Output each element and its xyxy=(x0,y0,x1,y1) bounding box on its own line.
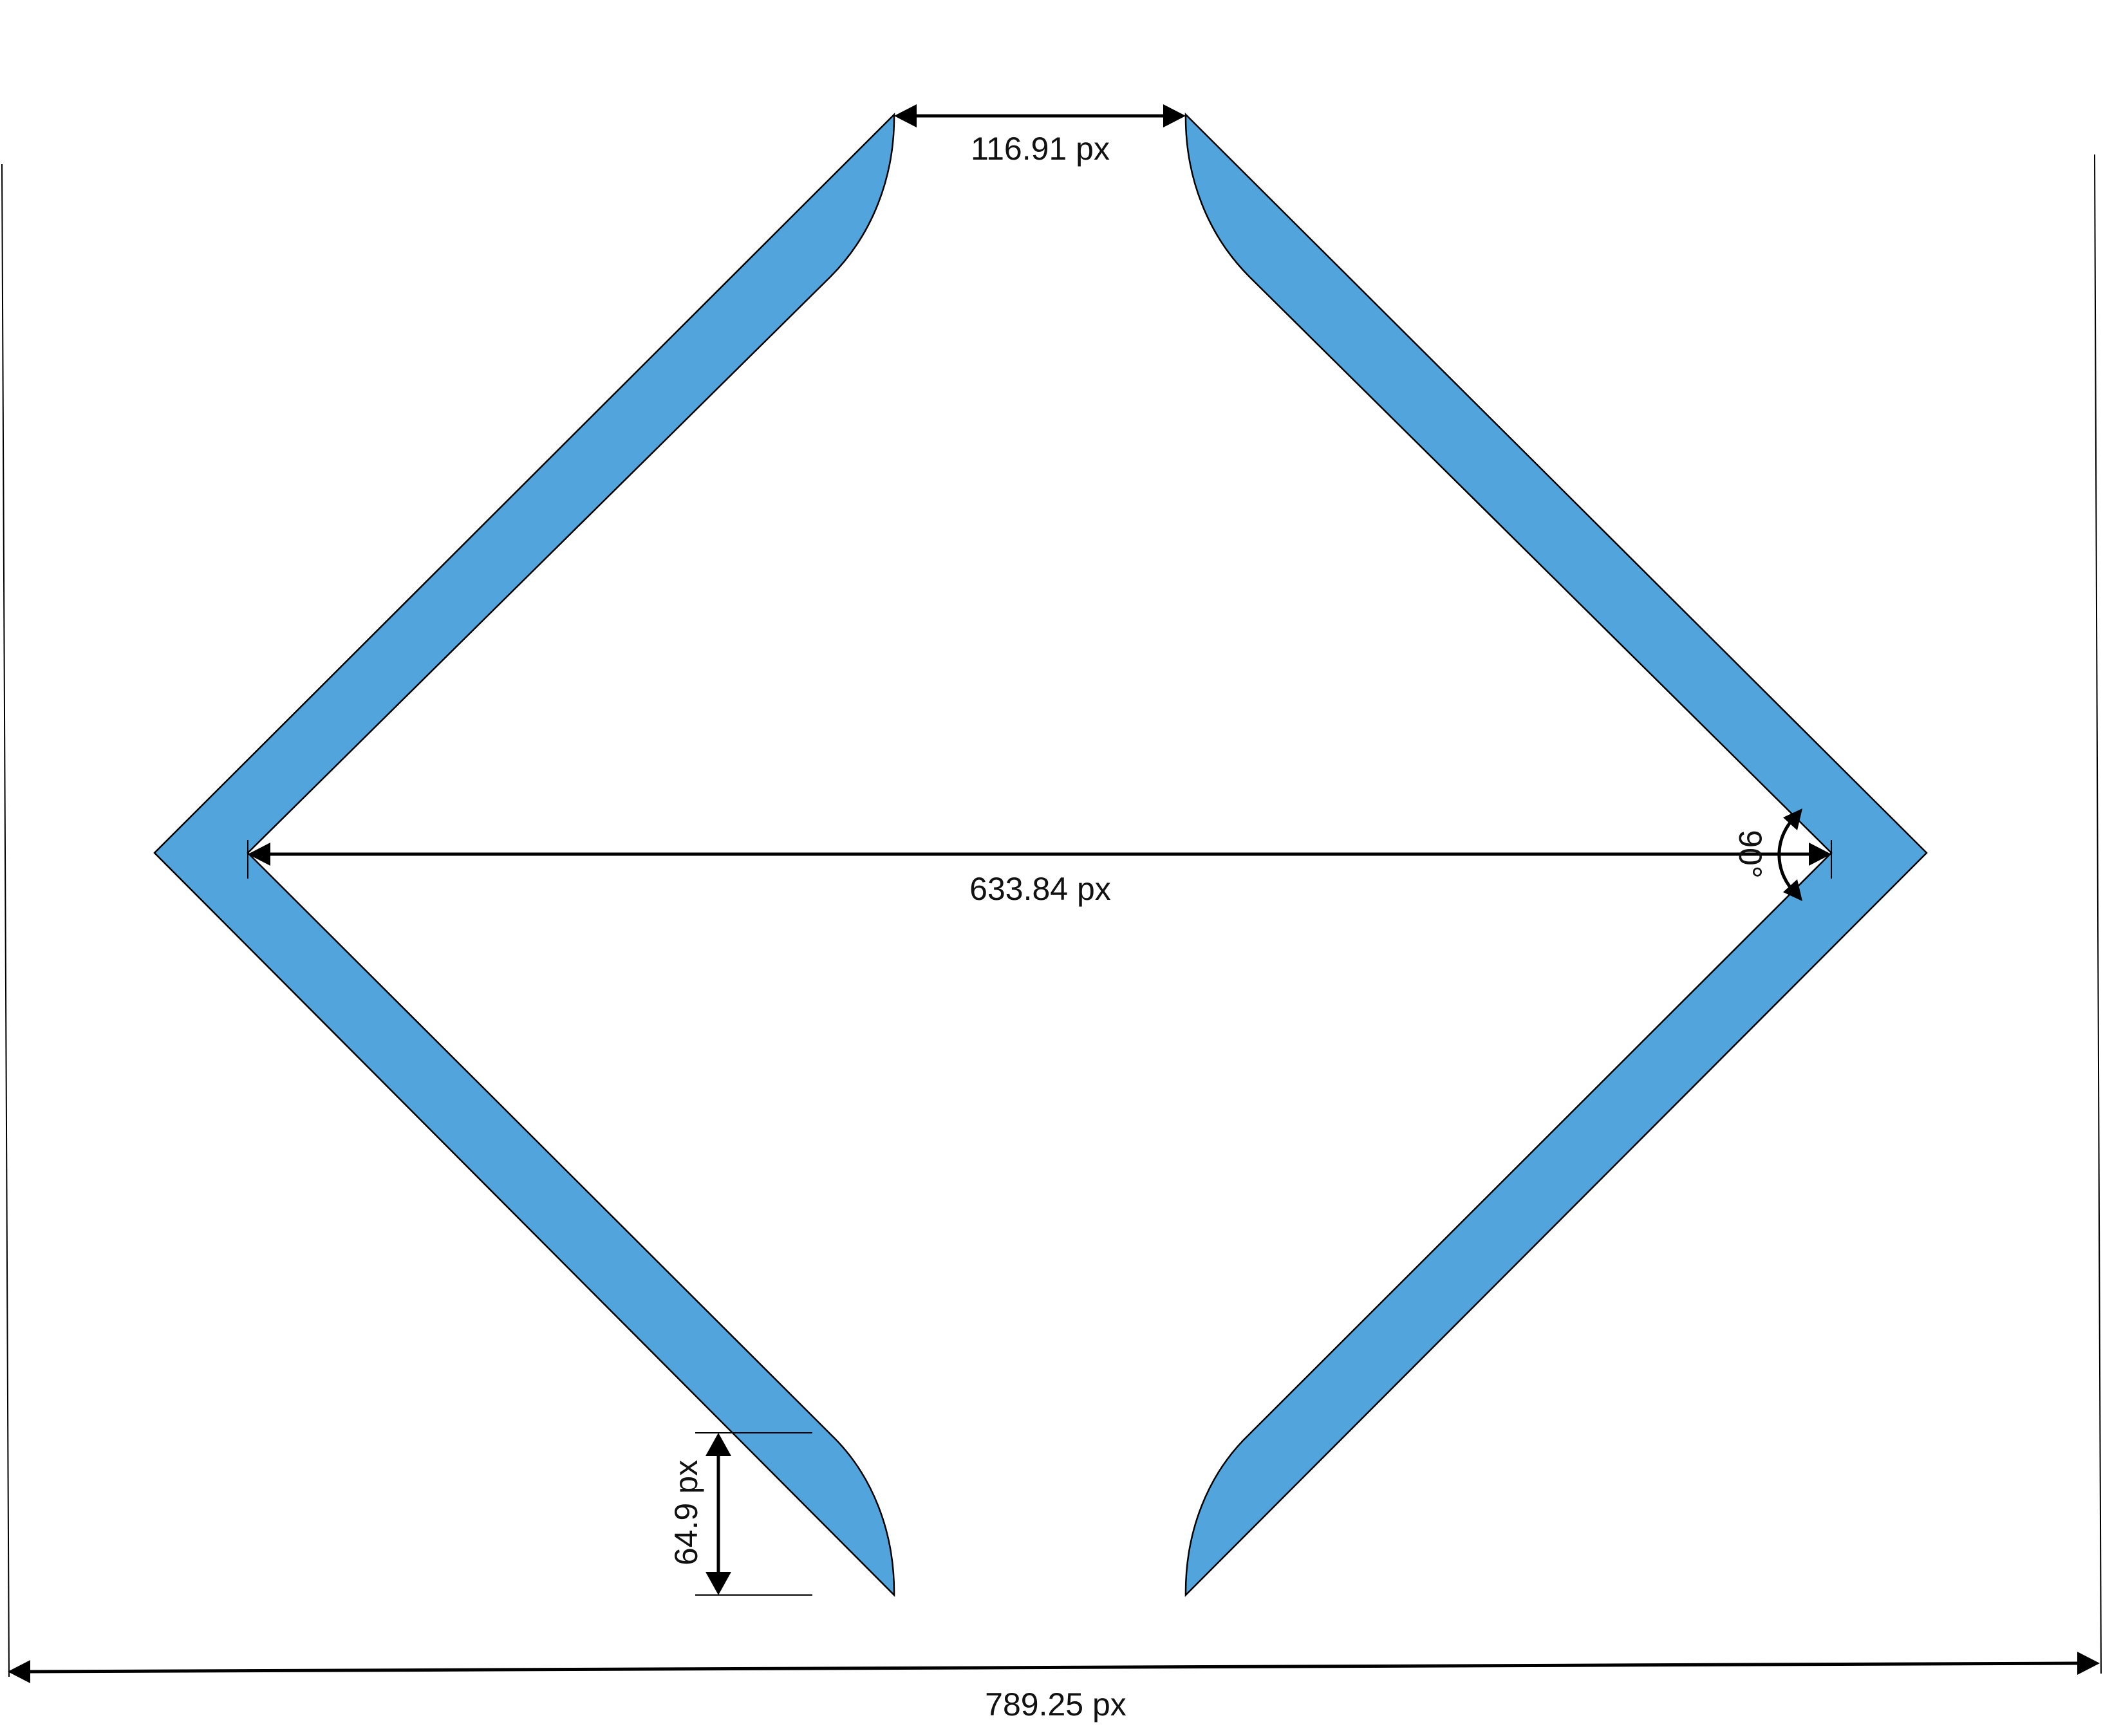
right-frame-line xyxy=(2094,154,2102,1674)
total-width-dimension: 789.25 px xyxy=(8,1652,2100,1722)
left-chevron-shape xyxy=(153,113,895,1597)
top-gap-dimension: 116.91 px xyxy=(894,104,1186,167)
top-gap-label: 116.91 px xyxy=(971,131,1110,167)
inner-width-dimension: 633.84 px xyxy=(247,840,1832,907)
angle-label: 90° xyxy=(1732,830,1768,879)
end-height-dimension: 64.9 px xyxy=(668,1432,812,1596)
total-width-label: 789.25 px xyxy=(985,1686,1126,1722)
end-height-label: 64.9 px xyxy=(668,1460,704,1565)
right-chevron-shape xyxy=(1184,113,1928,1597)
left-frame-line xyxy=(1,163,10,1677)
inner-width-label: 633.84 px xyxy=(969,871,1111,907)
angle-dimension: 90° xyxy=(1732,808,1802,901)
